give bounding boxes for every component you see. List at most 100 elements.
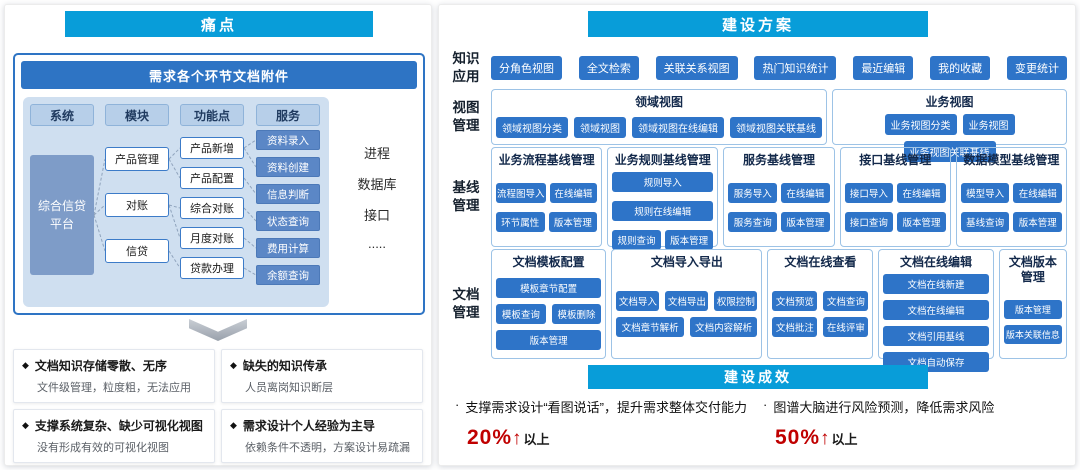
baseline-groups: 业务流程基线管理 流程图导入在线编辑环节属性版本管理 业务规则基线管理 规则导入… xyxy=(491,147,1068,250)
feature-chip: 版本管理 xyxy=(496,330,602,350)
feature-chip: 文档导出 xyxy=(665,291,709,311)
side-item: 接口 xyxy=(363,208,390,223)
pain-point-title-row: ◆文档知识存储零散、无序 xyxy=(22,357,206,374)
diamond-bullet-icon: ◆ xyxy=(22,360,29,370)
group-process-baseline: 业务流程基线管理 流程图导入在线编辑环节属性版本管理 xyxy=(491,147,603,247)
connector-lines-icon xyxy=(93,139,257,276)
group-title: 文档版本管理 xyxy=(1008,255,1057,284)
diamond-bullet-icon: ◆ xyxy=(230,360,237,370)
group-title: 业务流程基线管理 xyxy=(498,153,595,167)
module-node: 对账 xyxy=(105,193,169,217)
feature-chip: 变更统计 xyxy=(1006,56,1067,80)
results-banner: 建设成效 xyxy=(588,365,928,389)
feature-node: 贷款办理 xyxy=(180,257,244,279)
row-knowledge-application: 知识应用 分角色视图全文检索关联关系视图热门知识统计最近编辑我的收藏变更统计 xyxy=(447,49,1067,87)
group-title: 文档在线查看 xyxy=(784,255,857,269)
side-item: 数据库 xyxy=(357,177,397,192)
solution-panel-card: 建设方案 知识应用 分角色视图全文检索关联关系视图热门知识统计最近编辑我的收藏变… xyxy=(438,4,1076,466)
result-suffix: 以上 xyxy=(831,432,858,447)
feature-chip: 环节属性 xyxy=(496,211,545,232)
pain-panel-card: 痛点 需求各个环节文档附件 系统 综合信贷平台 模块 xyxy=(4,4,432,466)
pain-point-title: 需求设计个人经验为主导 xyxy=(242,419,375,433)
feature-chip: 规则导入 xyxy=(612,172,714,192)
feature-chip: 业务视图 xyxy=(962,114,1015,135)
feature-chip: 在线编辑 xyxy=(897,182,946,203)
feature-chip: 业务视图分类 xyxy=(884,114,957,135)
feature-chip: 模板删除 xyxy=(551,304,602,324)
feature-chip: 在线评审 xyxy=(823,317,869,337)
feature-chip: 文档预览 xyxy=(772,291,818,311)
feature-chip: 服务查询 xyxy=(728,211,778,232)
result-text: 支撑需求设计“看图说话”，提升需求整体交付能力 xyxy=(465,400,748,415)
feature-chip: 在线编辑 xyxy=(781,182,830,203)
group-title: 文档模板配置 xyxy=(512,255,585,269)
feature-chip: 版本管理 xyxy=(1003,299,1063,319)
feature-chip: 文档内容解析 xyxy=(689,317,758,337)
feature-node: 产品新增 xyxy=(180,137,244,159)
module-node: 信贷 xyxy=(105,239,169,263)
pain-point-card: ◆缺失的知识传承 人员离岗知识断层 xyxy=(221,349,423,403)
column-feature: 功能点 产品新增产品配置综合对账月度对账贷款办理 xyxy=(180,97,244,307)
feature-chip: 版本管理 xyxy=(1013,211,1063,232)
feature-node: 月度对账 xyxy=(180,227,244,249)
pain-banner: 痛点 xyxy=(65,11,373,37)
feature-chip: 领域视图在线编辑 xyxy=(632,116,725,138)
group-business-view: 业务视图 业务视图分类业务视图业务视图关联基线 xyxy=(832,89,1067,162)
pain-point-desc: 没有形成有效的可视化视图 xyxy=(37,442,169,454)
column-module: 模块 产品管理对账信贷 xyxy=(105,97,169,307)
feature-chip: 文档引用基线 xyxy=(883,326,989,346)
feature-chip: 版本关联信息 xyxy=(1003,324,1063,344)
service-node: 信息判断 xyxy=(256,184,320,204)
feature-chip: 版本管理 xyxy=(781,211,830,232)
dot-bullet-icon: · xyxy=(455,397,460,412)
group-buttons: 业务视图分类业务视图业务视图关联基线 xyxy=(837,114,1062,162)
group-title: 数据模型基线管理 xyxy=(963,153,1060,167)
service-node: 费用计算 xyxy=(256,238,320,258)
group-doc-online-edit: 文档在线编辑 文档在线新建文档在线编辑文档引用基线文档自动保存 xyxy=(878,249,994,372)
feature-chip: 文档查询 xyxy=(823,291,869,311)
group-buttons: 规则导入规则在线编辑规则查询版本管理 xyxy=(612,172,714,250)
dot-bullet-icon: · xyxy=(763,397,768,412)
feature-chip: 热门知识统计 xyxy=(754,56,837,80)
document-groups: 文档模板配置 模板章节配置模板查询模板删除版本管理 文档导入导出 文档导入文档导… xyxy=(491,249,1068,372)
requirements-doc-box: 需求各个环节文档附件 系统 综合信贷平台 模块 产品管理对账 xyxy=(13,53,425,315)
group-buttons: 模型导入在线编辑基线查询版本管理 xyxy=(960,172,1063,242)
diagram-title: 需求各个环节文档附件 xyxy=(21,61,417,89)
architecture-panel: 系统 综合信贷平台 模块 产品管理对账信贷 功能点 产品新增产品配置综合对账月度… xyxy=(23,97,329,307)
result-suffix: 以上 xyxy=(523,432,550,447)
pain-point-card: ◆需求设计个人经验为主导 依赖条件不透明，方案设计易疏漏 xyxy=(221,409,423,463)
feature-chip: 接口导入 xyxy=(844,182,894,203)
column-header-module: 模块 xyxy=(105,104,169,126)
feature-chip: 接口查询 xyxy=(844,211,894,232)
column-header-feature: 功能点 xyxy=(180,104,244,126)
group-buttons: 服务导入在线编辑服务查询版本管理 xyxy=(728,172,830,242)
feature-chip: 规则查询 xyxy=(612,230,661,250)
feature-node: 产品配置 xyxy=(180,167,244,189)
results-row: ·支撑需求设计“看图说话”，提升需求整体交付能力 20%↑以上 ·图谱大脑进行风… xyxy=(449,397,1065,450)
result-text-row: · 支撑需求设计“看图说话”，提升需求整体交付能力 xyxy=(453,397,753,416)
feature-chip: 领域视图 xyxy=(574,116,627,138)
feature-chip: 文档在线编辑 xyxy=(883,300,989,320)
column-service: 服务 资料录入资料创建信息判断状态查询费用计算余额查询 xyxy=(256,97,320,307)
group-title: 服务基线管理 xyxy=(743,153,816,167)
views-groups: 领域视图 领域视图分类领域视图领域视图在线编辑领域视图关联基线 业务视图 业务视… xyxy=(491,89,1067,162)
pain-points-grid: ◆文档知识存储零散、无序 文件级管理，粒度粗，无法应用 ◆缺失的知识传承 人员离… xyxy=(13,349,423,463)
pain-point-title: 支撑系统复杂、缺少可视化视图 xyxy=(34,419,203,433)
feature-chip: 文档批注 xyxy=(772,317,818,337)
solution-rows: 知识应用 分角色视图全文检索关联关系视图热门知识统计最近编辑我的收藏变更统计 视… xyxy=(447,49,1068,372)
feature-chip: 模型导入 xyxy=(960,182,1010,203)
up-arrow-icon: ↑ xyxy=(820,428,830,449)
feature-chip: 文档章节解析 xyxy=(616,317,684,337)
service-node: 资料录入 xyxy=(256,130,320,150)
row-label-baseline: 基线管理 xyxy=(452,179,480,213)
feature-chip: 版本管理 xyxy=(548,211,598,232)
feature-chip: 流程图导入 xyxy=(496,182,546,203)
diamond-bullet-icon: ◆ xyxy=(22,420,29,430)
group-buttons: 版本管理版本关联信息 xyxy=(1003,289,1063,354)
service-node: 状态查询 xyxy=(256,211,320,231)
result-item: ·图谱大脑进行风险预测，降低需求风险 50%↑以上 xyxy=(757,397,1065,450)
service-node: 资料创建 xyxy=(256,157,320,177)
group-title: 业务规则基线管理 xyxy=(614,153,711,167)
feature-chip: 分角色视图 xyxy=(491,56,562,80)
row-label-documents: 文档管理 xyxy=(452,286,480,320)
